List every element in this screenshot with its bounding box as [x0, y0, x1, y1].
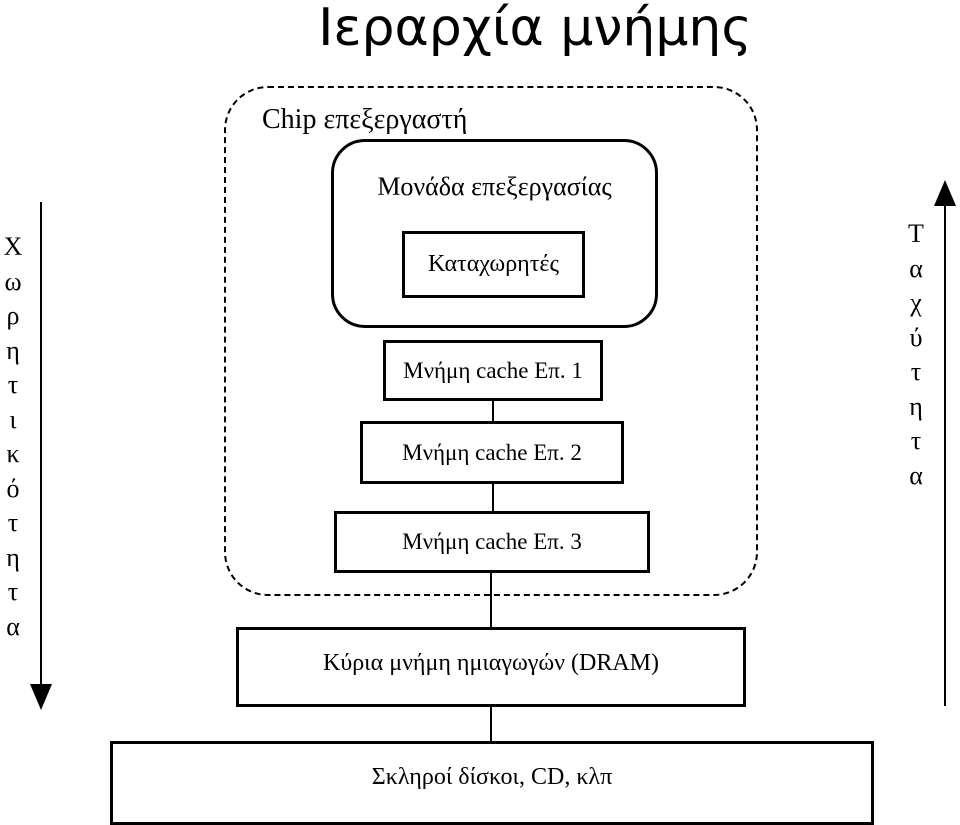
- connector-l2-l3: [492, 483, 494, 512]
- main-memory-label: Κύρια μνήμη ημιαγωγών (DRAM): [322, 650, 659, 676]
- cache-level-3-label: Μνήμη cache Επ. 3: [402, 529, 582, 554]
- cache-level-1-box: Μνήμη cache Επ. 1: [383, 340, 603, 401]
- processor-chip-label: Chip επεξεργαστή: [262, 104, 468, 135]
- speed-axis-label: Τ α χ ύ τ η τ α: [908, 219, 924, 490]
- processing-unit-box: [331, 139, 658, 328]
- connector-l1-l2: [492, 400, 494, 422]
- cache-level-1-label: Μνήμη cache Επ. 1: [403, 357, 583, 383]
- capacity-axis-label: Χ ω ρ η τ ι κ ό τ η τ α: [3, 232, 23, 641]
- slide-title: Ιεραρχία μνήμης: [318, 0, 752, 58]
- secondary-storage-label: Σκληροί δίσκοι, CD, κλπ: [371, 764, 613, 790]
- secondary-storage-box: Σκληροί δίσκοι, CD, κλπ: [110, 741, 874, 825]
- capacity-down-arrow: [30, 202, 52, 710]
- connector-l3-dram: [490, 572, 492, 628]
- main-memory-box: Κύρια μνήμη ημιαγωγών (DRAM): [236, 627, 746, 707]
- processing-unit-label: Μονάδα επεξεργασίας: [377, 172, 612, 201]
- registers-box: Καταχωρητές: [402, 231, 585, 298]
- cache-level-2-box: Μνήμη cache Επ. 2: [360, 421, 624, 484]
- connector-dram-disk: [490, 706, 492, 742]
- speed-up-arrow: [934, 180, 956, 706]
- cache-level-3-box: Μνήμη cache Επ. 3: [334, 511, 650, 573]
- cache-level-2-label: Μνήμη cache Επ. 2: [402, 439, 582, 465]
- registers-label: Καταχωρητές: [428, 251, 559, 277]
